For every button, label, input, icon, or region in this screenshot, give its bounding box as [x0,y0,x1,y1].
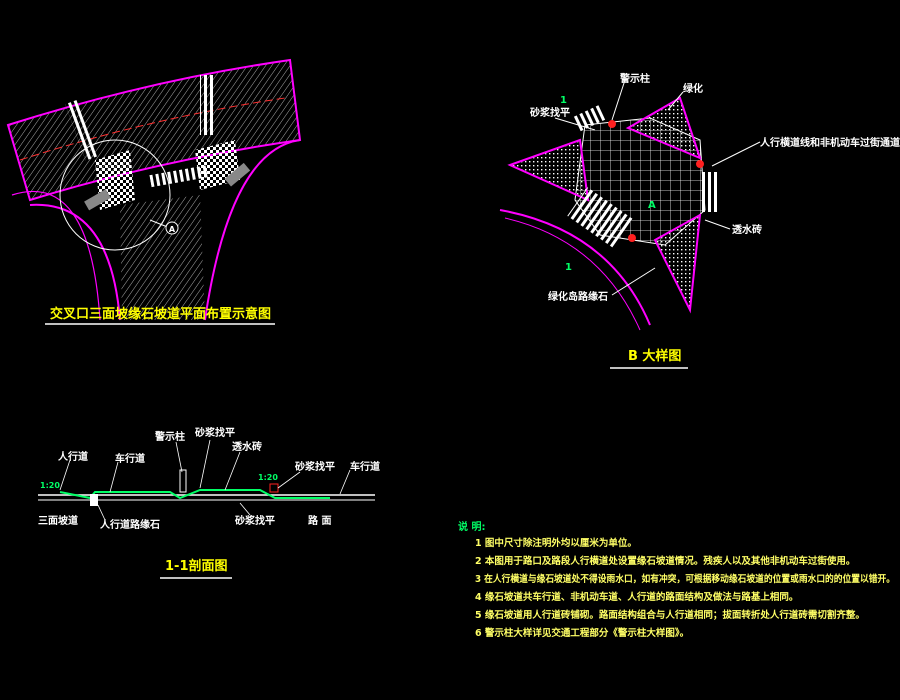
plan-branch-road [120,195,205,320]
section-label-drain-brick: 透水砖 [232,440,262,453]
section-label-slope-right: 1:20 [258,473,278,482]
detail-green-island-left [507,138,590,202]
section-profile-green [59,489,330,500]
section-label-three-slope: 三面坡道 [38,514,78,527]
detail-leader-mortar [554,117,596,131]
section-label-carriageway: 车行道 [115,452,145,465]
plan-ramp-step-left [84,189,111,211]
section-label-mortar-top: 砂浆找平 [194,426,235,439]
detail-warning-post-right [696,160,704,168]
section-view: 人行道 车行道 警示柱 砂浆找平 透水砖 砂浆找平 车行道 1:20 1:20 … [38,426,380,579]
note-item-2: 2 本图用于路口及路段人行横道处设置缘石坡道情况。残疾人以及其他非机动车过街使用… [475,555,855,567]
section-leader-6 [277,471,301,489]
detail-green-island-right [653,213,702,314]
section-leader-5 [224,451,241,491]
detail-view: 1 1 A 警示柱 砂浆找平 绿化 人行横道线和非机动车过街通道 透水砖 绿化岛… [499,72,900,369]
section-leader-7 [339,469,351,495]
detail-label-drain-brick: 透水砖 [732,223,762,236]
detail-crosswalk-right [700,172,720,212]
notes-heading: 说 明: [458,520,485,533]
section-label-road-surface: 路 面 [308,514,331,527]
section-warning-post [179,469,187,493]
detail-green-island-top [625,96,702,160]
detail-label-greening: 绿化 [683,82,703,95]
section-leader-2 [109,461,119,493]
detail-warning-post-bottom [628,234,636,242]
section-title: 1-1剖面图 [165,558,228,574]
detail-title: B 大样图 [628,348,681,364]
note-item-5: 5 缘石坡道用人行道砖铺砌。路面结构组合与人行道相同；拔面转折处人行道砖需切割齐… [475,609,865,621]
section-label-carriageway-right: 车行道 [350,460,380,473]
plan-crosswalk-2 [200,75,214,135]
detail-label-warning-post: 警示柱 [619,72,650,85]
section-label-slope-left: 1:20 [40,481,60,490]
plan-road-edge-right [204,139,301,321]
detail-label-island-curb: 绿化岛路缘石 [548,290,608,303]
section-label-warning-post: 警示柱 [154,430,185,443]
plan-ramp-step-right [224,162,251,187]
detail-leader-green [667,91,684,111]
section-mortar-marker [269,483,279,493]
detail-section-mark-top: 1 [560,95,567,106]
section-label-mortar-right: 砂浆找平 [294,460,335,473]
detail-label-mortar: 砂浆找平 [529,106,570,119]
plan-outer-edge [11,190,101,321]
section-label-sidewalk-curb: 人行道路缘石 [100,518,160,531]
detail-leader-warning [611,79,626,121]
section-leader-8 [97,504,106,521]
detail-label-crossing: 人行横道线和非机动车过街通道 [760,136,900,149]
note-item-4: 4 缘石坡道共车行道、非机动车道、人行道的路面结构及做法与路基上相同。 [475,591,798,603]
detail-road-edge-outer [499,209,651,326]
plan-crosswalk-3 [149,164,211,188]
section-leader-3 [175,441,183,473]
detail-crosswalk-top [573,104,607,132]
note-item-3: 3 在人行横道与缘石坡道处不得设雨水口，如有冲突，可根据移动缘石坡道的位置或雨水… [475,573,895,585]
detail-leader-crossing [711,141,761,167]
section-label-mortar-bottom: 砂浆找平 [234,514,275,527]
plan-road-edge-left [29,203,121,321]
plan-detail-circle [59,139,171,251]
detail-leader-curb [611,267,656,296]
section-sidewalk-curb [90,494,98,506]
plan-title: 交叉口三面坡缘石坡道平面布置示意图 [50,306,271,322]
detail-leader-brick [704,219,731,230]
plan-centerline [19,97,286,161]
note-item-1: 1 图中尺寸除注明外均以厘米为单位。 [475,537,637,549]
detail-section-mark-bottom: 1 [565,262,572,273]
plan-view: A 交叉口三面坡缘石坡道平面布置示意图 [6,58,302,325]
plan-callout-bubble [165,221,179,235]
section-leader-1 [59,459,71,491]
detail-direction-mark: A [648,200,656,211]
note-item-6: 6 警示柱大样详见交通工程部分《警示柱大样图》。 [475,627,689,639]
detail-road-edge-inner [504,217,641,331]
plan-callout-letter: A [169,225,176,234]
notes-block: 说 明: 1 图中尺寸除注明外均以厘米为单位。 2 本图用于路口及路段人行横道处… [458,520,895,639]
section-label-sidewalk: 人行道 [58,450,88,463]
detail-warning-post-top [608,120,616,128]
section-leader-4 [199,439,211,489]
detail-crosswalk-left [567,187,633,248]
section-leader-9 [239,502,251,516]
